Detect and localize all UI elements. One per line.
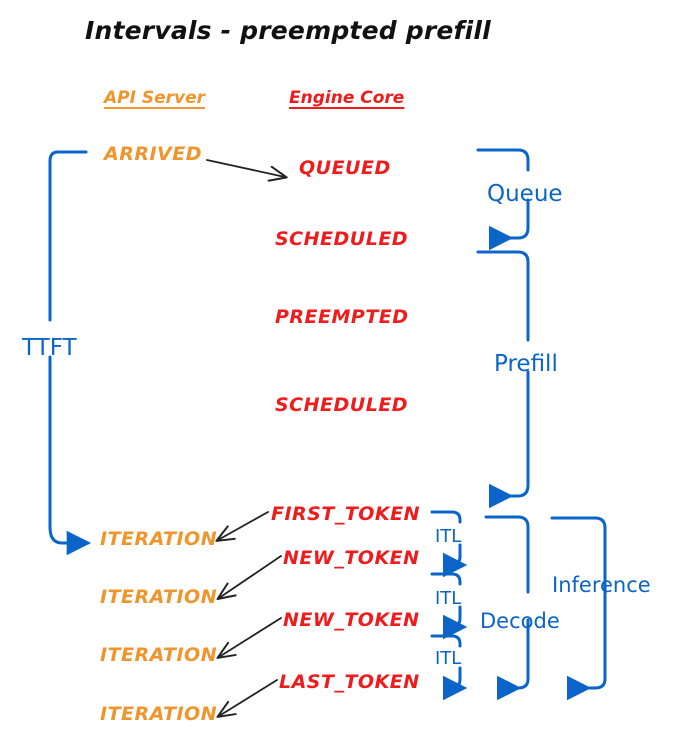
interval-label-itl-2: ITL <box>435 588 462 609</box>
arrow-new-token-to-iteration-2 <box>219 617 282 657</box>
event-iteration-4: ITERATION <box>100 703 218 725</box>
diagram-title: Intervals - preempted prefill <box>85 16 491 45</box>
event-scheduled-1: SCHEDULED <box>275 228 409 250</box>
arrow-new-token-to-iteration-1 <box>219 555 282 598</box>
interval-label-prefill: Prefill <box>494 351 558 377</box>
event-scheduled-2: SCHEDULED <box>275 394 409 416</box>
event-last-token: LAST_TOKEN <box>279 671 420 693</box>
interval-label-itl-3: ITL <box>435 648 462 669</box>
event-new-token-2: NEW_TOKEN <box>283 609 420 631</box>
interval-bracket-inference <box>550 516 607 701</box>
arrow-first-token-to-iteration <box>218 511 269 540</box>
interval-label-decode: Decode <box>480 609 560 633</box>
event-first-token: FIRST_TOKEN <box>271 503 421 525</box>
interval-bracket-decode <box>484 515 530 701</box>
interval-label-itl-1: ITL <box>435 526 462 547</box>
arrow-last-token-to-iteration-3 <box>219 679 278 716</box>
event-new-token-1: NEW_TOKEN <box>283 547 420 569</box>
interval-label-queue: Queue <box>487 181 563 207</box>
column-header-api-server: API Server <box>104 88 206 108</box>
event-queued: QUEUED <box>299 157 391 179</box>
event-iteration-2: ITERATION <box>100 586 218 608</box>
interval-label-inference: Inference <box>552 573 651 597</box>
event-iteration-1: ITERATION <box>100 528 218 550</box>
event-preempted: PREEMPTED <box>275 306 409 328</box>
interval-label-ttft: TTFT <box>22 335 77 361</box>
column-header-engine-core: Engine Core <box>289 88 405 108</box>
event-iteration-3: ITERATION <box>100 644 218 666</box>
event-arrived: ARRIVED <box>104 143 202 165</box>
arrow-arrived-to-queued <box>206 159 285 177</box>
